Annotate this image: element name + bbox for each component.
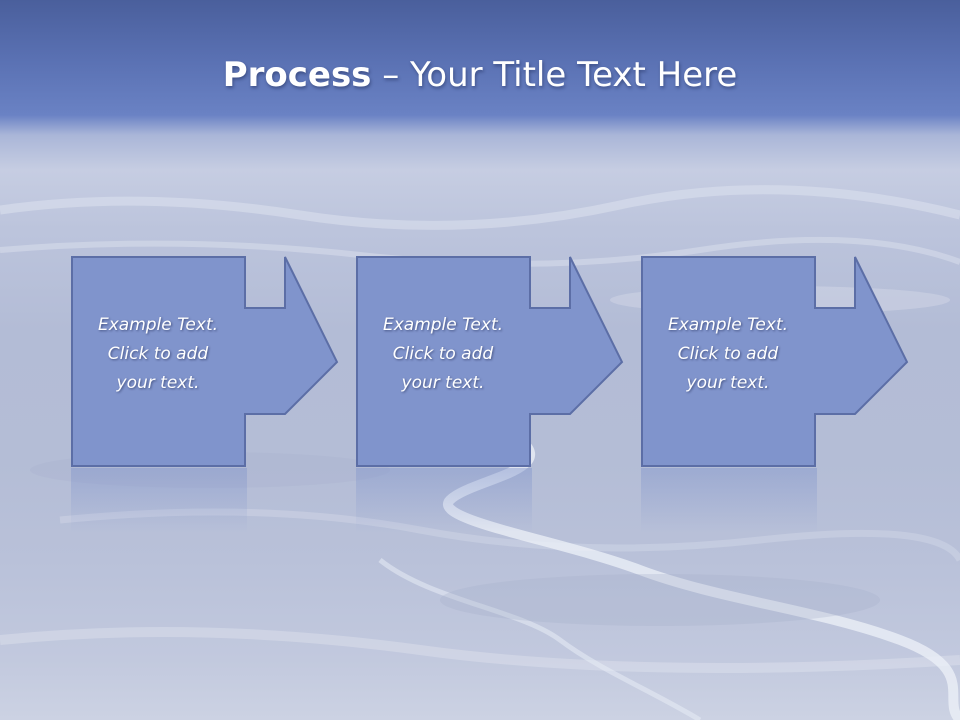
step-text[interactable]: Example Text. Click to add your text. xyxy=(356,256,530,466)
step-text-line: Example Text. xyxy=(668,311,788,340)
step-text-line: your text. xyxy=(117,369,200,398)
step-text-line: your text. xyxy=(687,369,770,398)
step-text-line: Click to add xyxy=(393,340,493,369)
process-step-2[interactable]: Example Text. Click to add your text. xyxy=(356,256,536,466)
process-step-1[interactable]: Example Text. Click to add your text. xyxy=(71,256,251,466)
step-text-line: Click to add xyxy=(108,340,208,369)
title-bold-part: Process xyxy=(223,55,372,95)
step-reflection xyxy=(356,468,532,532)
step-text-line: Example Text. xyxy=(98,311,218,340)
step-reflection xyxy=(641,468,817,532)
step-reflection xyxy=(71,468,247,532)
step-text[interactable]: Example Text. Click to add your text. xyxy=(641,256,815,466)
title-rest-part: – Your Title Text Here xyxy=(371,55,737,95)
process-step-3[interactable]: Example Text. Click to add your text. xyxy=(641,256,821,466)
step-text-line: Click to add xyxy=(678,340,778,369)
step-text-line: your text. xyxy=(402,369,485,398)
step-text-line: Example Text. xyxy=(383,311,503,340)
step-text[interactable]: Example Text. Click to add your text. xyxy=(71,256,245,466)
slide-title[interactable]: Process – Your Title Text Here xyxy=(0,52,960,98)
